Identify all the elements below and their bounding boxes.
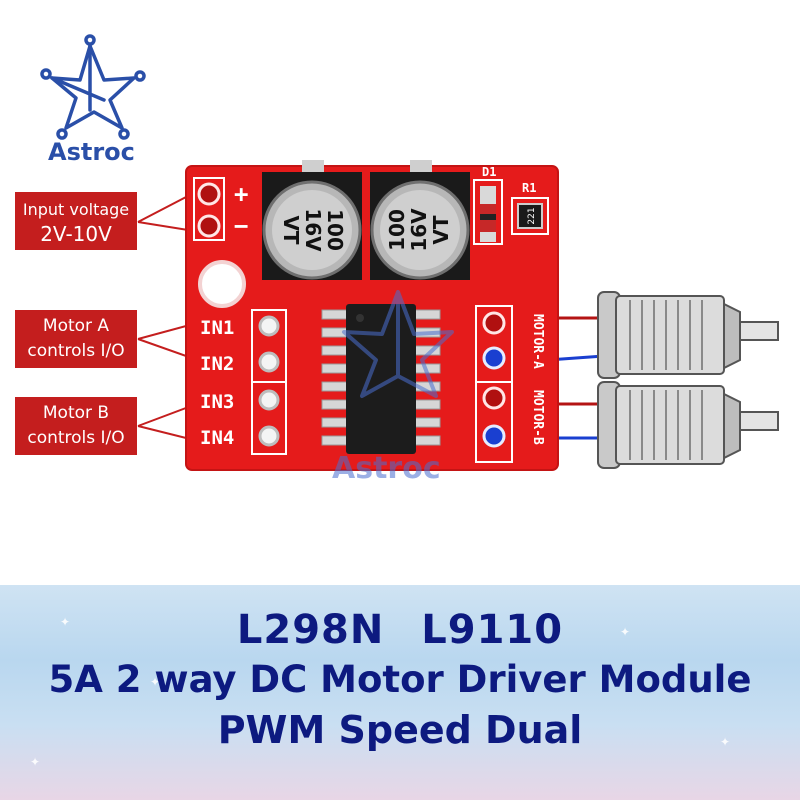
callout-input-voltage: Input voltage 2V-10V bbox=[13, 190, 139, 252]
pin-in2 bbox=[258, 351, 280, 373]
cap-left-voltage: 16V bbox=[301, 208, 325, 252]
watermark: Astroc bbox=[332, 290, 454, 486]
astroc-logo: Astroc bbox=[40, 34, 146, 166]
label-minus: − bbox=[234, 212, 248, 240]
banner-line-features: PWM Speed Dual bbox=[217, 708, 583, 752]
label-r1: R1 bbox=[522, 181, 536, 195]
pin-in4 bbox=[258, 425, 280, 447]
banner-line-description: 5A 2 way DC Motor Driver Module bbox=[48, 658, 752, 701]
cap-right-voltage: 16V bbox=[407, 208, 431, 252]
cap-right-value: 100 bbox=[385, 209, 409, 251]
motor-a-pin-1 bbox=[482, 311, 506, 335]
resistor-r1: R1 221 bbox=[511, 181, 549, 235]
power-pin-minus bbox=[197, 214, 221, 238]
label-plus: + bbox=[234, 180, 248, 208]
label-motor-b: MOTOR-B bbox=[530, 390, 545, 445]
mounting-hole bbox=[198, 260, 246, 308]
resistor-value: 221 bbox=[527, 207, 537, 224]
power-header bbox=[193, 177, 225, 241]
banner-line-models: L298N L9110 bbox=[236, 607, 564, 653]
callout-motor-b-line1: Motor B bbox=[43, 403, 109, 423]
callout-motor-a: Motor A controls I/O bbox=[13, 308, 139, 370]
label-in3: IN3 bbox=[200, 391, 234, 413]
pin-in1 bbox=[258, 315, 280, 337]
motor-output-header: MOTOR-A MOTOR-B bbox=[475, 305, 545, 463]
brand-name: Astroc bbox=[48, 138, 135, 166]
label-in2: IN2 bbox=[200, 353, 234, 375]
callout-motor-a-line2: controls I/O bbox=[27, 341, 124, 361]
motor-b-pin-2 bbox=[482, 424, 506, 448]
title-banner: ✦ ✦ ✦ ✦ ✦ L298N L9110 5A 2 way DC Motor … bbox=[0, 585, 800, 800]
label-in1: IN1 bbox=[200, 317, 234, 339]
label-in4: IN4 bbox=[200, 427, 234, 449]
capacitor-left: 100 16V VT bbox=[262, 160, 362, 280]
sparkle-icon: ✦ bbox=[720, 735, 731, 749]
star-circuit-icon bbox=[40, 34, 146, 140]
pin-in3 bbox=[258, 389, 280, 411]
diode-d1: D1 bbox=[473, 165, 503, 245]
label-d1: D1 bbox=[482, 165, 496, 179]
label-motor-a: MOTOR-A bbox=[530, 314, 545, 369]
power-pin-plus bbox=[197, 182, 221, 206]
sparkle-icon: ✦ bbox=[30, 755, 41, 769]
motor-a-pin-2 bbox=[482, 346, 506, 370]
cap-left-series: VT bbox=[279, 215, 303, 244]
sparkle-icon: ✦ bbox=[60, 615, 71, 629]
cap-right-series: VT bbox=[429, 215, 453, 244]
callout-motor-a-line1: Motor A bbox=[43, 316, 110, 336]
watermark-star-icon bbox=[342, 290, 454, 398]
callout-input-voltage-line2: 2V-10V bbox=[40, 222, 112, 246]
cap-left-value: 100 bbox=[323, 209, 347, 251]
callout-motor-b-line2: controls I/O bbox=[27, 428, 124, 448]
callout-motor-b: Motor B controls I/O bbox=[13, 395, 139, 457]
sparkle-icon: ✦ bbox=[150, 675, 161, 689]
capacitor-right: 100 16V VT bbox=[370, 160, 470, 280]
banner-text: L298N L9110 5A 2 way DC Motor Driver Mod… bbox=[0, 605, 800, 755]
motor-a bbox=[597, 291, 779, 379]
watermark-text: Astroc bbox=[332, 451, 441, 486]
motor-b-pin-1 bbox=[482, 386, 506, 410]
sparkle-icon: ✦ bbox=[620, 625, 631, 639]
motor-b bbox=[597, 381, 779, 469]
input-header: IN1 IN2 IN3 IN4 bbox=[200, 309, 287, 455]
pcb-board: + − 100 16V VT 100 16V VT bbox=[185, 160, 559, 471]
callout-input-voltage-line1: Input voltage bbox=[23, 200, 129, 219]
